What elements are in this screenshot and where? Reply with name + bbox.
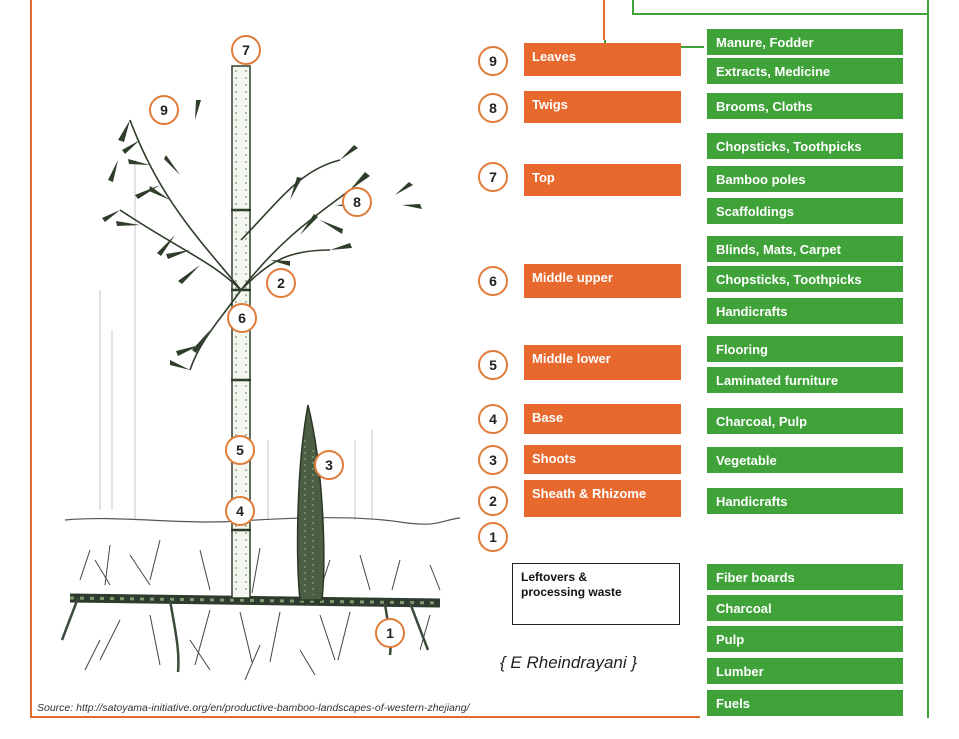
use-scaffoldings: Scaffoldings [707, 198, 903, 224]
part-number-9: 9 [478, 46, 508, 76]
part-number-8: 8 [478, 93, 508, 123]
use-vegetable: Vegetable [707, 447, 903, 473]
use-fiber-boards: Fiber boards [707, 564, 903, 590]
part-number-1: 1 [478, 522, 508, 552]
use-charcoal: Charcoal [707, 595, 903, 621]
plant-marker-6: 6 [227, 303, 257, 333]
plant-marker-3: 3 [314, 450, 344, 480]
left-frame-line [30, 0, 32, 718]
part-number-5: 5 [478, 350, 508, 380]
part-label-middle-lower: Middle lower [524, 345, 681, 380]
part-number-2: 2 [478, 486, 508, 516]
plant-marker-7: 7 [231, 35, 261, 65]
use-flooring: Flooring [707, 336, 903, 362]
part-number-6: 6 [478, 266, 508, 296]
use-bamboo-poles: Bamboo poles [707, 166, 903, 192]
part-label-middle-upper: Middle upper [524, 264, 681, 298]
part-label-sheath-rhizome: Sheath & Rhizome [524, 480, 681, 517]
use-handicrafts-middle: Handicrafts [707, 298, 903, 324]
part-label-base: Base [524, 404, 681, 434]
part-label-top: Top [524, 164, 681, 196]
plant-marker-5: 5 [225, 435, 255, 465]
part-number-7: 7 [478, 162, 508, 192]
green-bracket-horizontal [632, 13, 928, 15]
use-handicrafts-sheath: Handicrafts [707, 488, 903, 514]
use-extracts-medicine: Extracts, Medicine [707, 58, 903, 84]
leftovers-box: Leftovers & processing waste [512, 563, 680, 625]
part-number-4: 4 [478, 404, 508, 434]
plant-marker-9: 9 [149, 95, 179, 125]
plant-marker-8: 8 [342, 187, 372, 217]
use-chopsticks-toothpicks-top: Chopsticks, Toothpicks [707, 133, 903, 159]
part-label-twigs: Twigs [524, 91, 681, 123]
plant-marker-4: 4 [225, 496, 255, 526]
green-frame-right [927, 0, 929, 718]
use-charcoal-pulp: Charcoal, Pulp [707, 408, 903, 434]
use-brooms-cloths: Brooms, Cloths [707, 93, 903, 119]
upper-divider-line [603, 0, 605, 40]
use-blinds-mats-carpet: Blinds, Mats, Carpet [707, 236, 903, 262]
plant-marker-2: 2 [266, 268, 296, 298]
plant-marker-1: 1 [375, 618, 405, 648]
author-credit: { E Rheindrayani } [500, 653, 638, 672]
use-lumber: Lumber [707, 658, 903, 684]
part-label-shoots: Shoots [524, 445, 681, 474]
green-bracket-top [632, 0, 634, 14]
source-citation: Source: http://satoyama-initiative.org/e… [37, 702, 470, 714]
part-label-leaves: Leaves [524, 43, 681, 76]
use-manure-fodder: Manure, Fodder [707, 29, 903, 55]
part-number-3: 3 [478, 445, 508, 475]
bottom-frame-line [30, 716, 700, 718]
use-laminated-furniture: Laminated furniture [707, 367, 903, 393]
use-pulp: Pulp [707, 626, 903, 652]
use-fuels: Fuels [707, 690, 903, 716]
use-chopsticks-toothpicks-middle: Chopsticks, Toothpicks [707, 266, 903, 292]
